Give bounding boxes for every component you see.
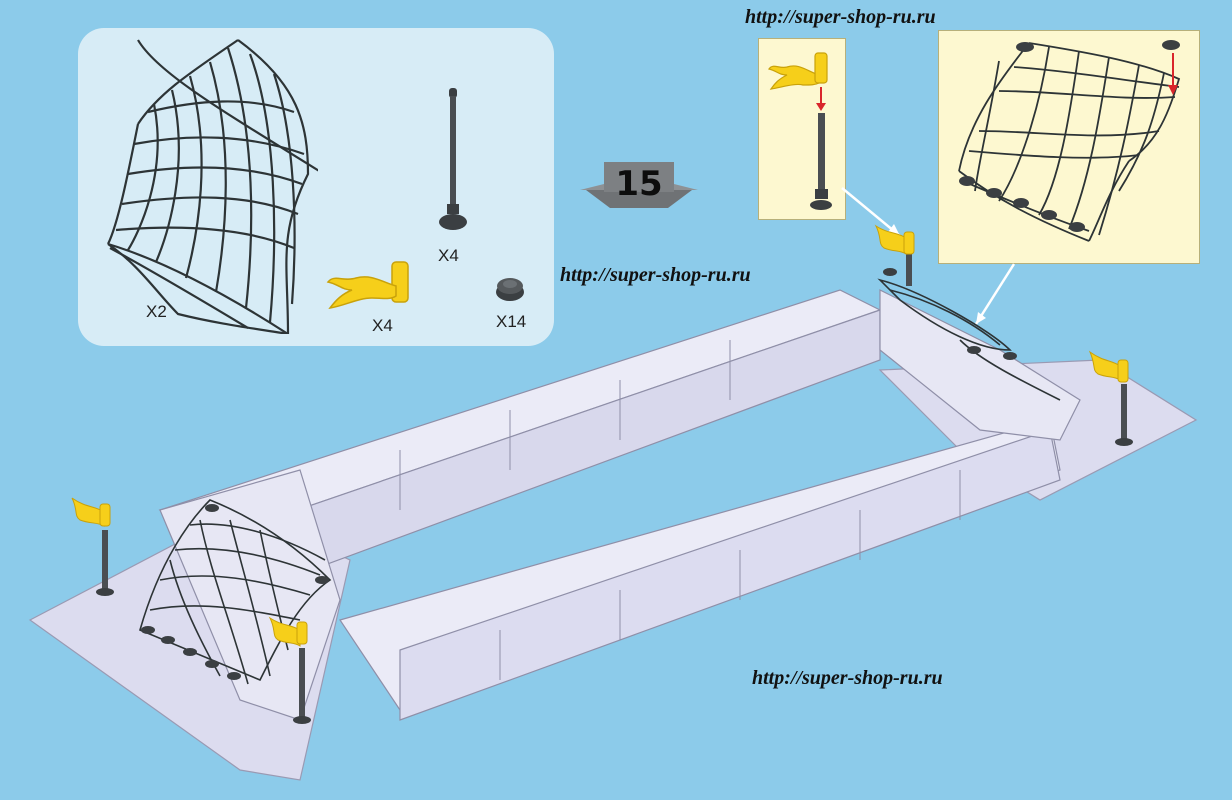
inset-net-with-studs bbox=[938, 30, 1200, 264]
step-number: 15 bbox=[615, 164, 663, 204]
watermark-url-middle: http://super-shop-ru.ru bbox=[560, 264, 751, 286]
net-quantity: X2 bbox=[146, 302, 167, 321]
inset-flag-on-pole bbox=[758, 38, 846, 220]
round-stud-icon bbox=[496, 278, 524, 301]
flag-piece-icon bbox=[326, 261, 409, 309]
pole-piece-icon bbox=[439, 88, 467, 230]
step-indicator: 15 bbox=[576, 160, 702, 210]
flag-assembly-illustration bbox=[768, 52, 832, 210]
net-assembly-illustration bbox=[958, 40, 1181, 242]
step-arrow-icon bbox=[580, 162, 698, 208]
stud-quantity: X14 bbox=[496, 312, 527, 331]
net-piece-icon bbox=[107, 39, 318, 334]
parts-list-panel: X2 X4 X4 X14 bbox=[78, 28, 554, 346]
watermark-url-top: http://super-shop-ru.ru bbox=[745, 6, 936, 28]
watermark-url-bottom: http://super-shop-ru.ru bbox=[752, 667, 943, 689]
pole-quantity: X4 bbox=[438, 246, 459, 265]
flag-quantity: X4 bbox=[372, 316, 393, 335]
stadium-flags bbox=[71, 224, 1133, 724]
